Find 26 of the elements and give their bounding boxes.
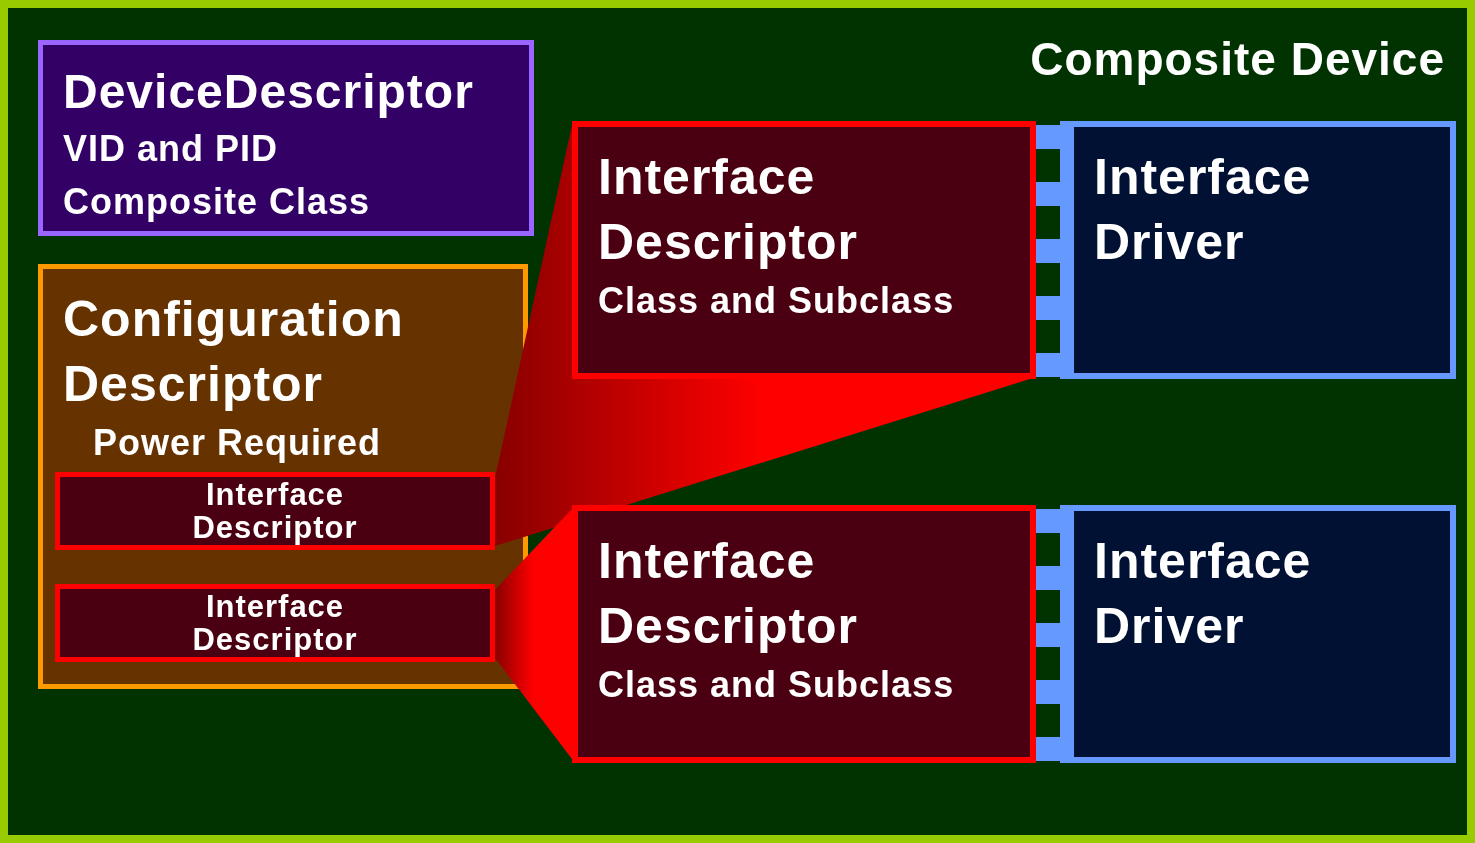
- descriptor-box: [572, 505, 1036, 763]
- descriptor-box: [38, 40, 534, 236]
- descriptor-box: [55, 584, 495, 662]
- heading: Composite Device: [1029, 32, 1445, 87]
- driver-box: [1068, 121, 1456, 379]
- subtext: Class and Subclass: [598, 279, 956, 323]
- descriptor-box: [38, 264, 528, 689]
- subtext: Composite Class: [63, 179, 372, 224]
- heading: Configuration Descriptor: [63, 290, 405, 414]
- heading: Interface Descriptor: [191, 590, 359, 657]
- subtext: VID and PID: [63, 127, 280, 172]
- subtext: Power Required: [93, 421, 383, 465]
- subtext: Class and Subclass: [598, 663, 956, 707]
- heading: Interface Descriptor: [191, 478, 359, 545]
- heading: Interface Driver: [1094, 532, 1313, 656]
- plug-connector: [1036, 121, 1068, 379]
- descriptor-box: [572, 121, 1036, 379]
- callout-wedge: [495, 125, 1030, 546]
- heading: Interface Driver: [1094, 148, 1313, 272]
- heading: Interface Descriptor: [598, 148, 860, 272]
- driver-box: [1068, 505, 1456, 763]
- descriptor-box: [55, 472, 495, 550]
- heading: Interface Descriptor: [598, 532, 860, 656]
- plug-connector: [1036, 505, 1068, 763]
- callout-wedge: [495, 509, 572, 759]
- heading: DeviceDescriptor: [63, 64, 475, 120]
